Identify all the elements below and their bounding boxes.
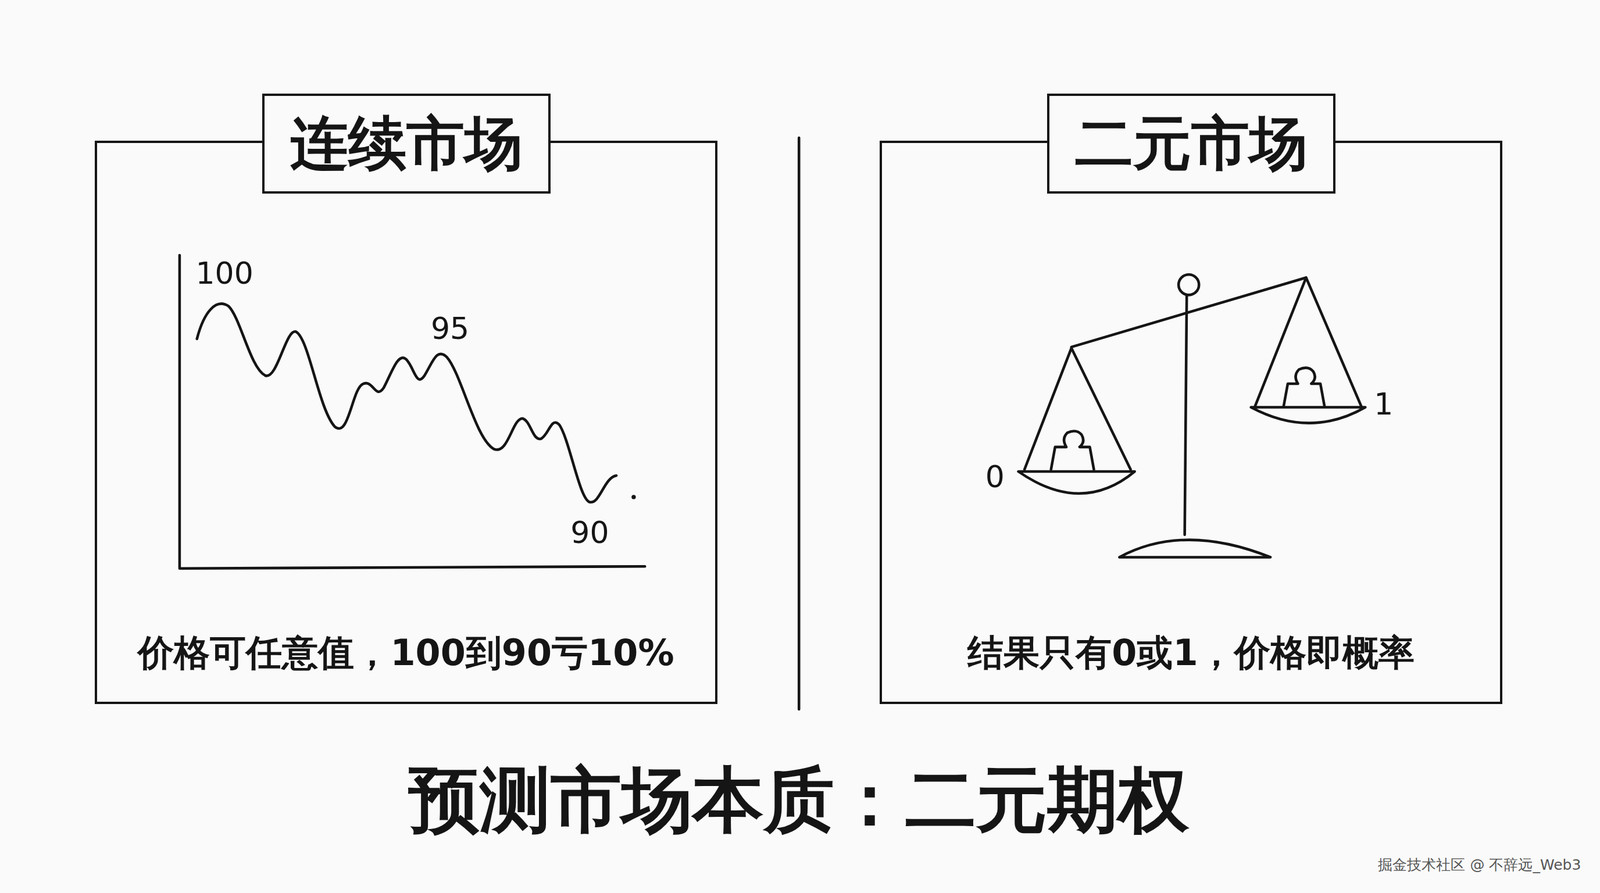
panel-heading: 连续市场 <box>262 93 551 194</box>
dot <box>633 495 635 498</box>
price-label: 100 <box>195 255 253 291</box>
panel-caption: 价格可任意值，100到90亏10% <box>137 628 674 678</box>
watermark: 掘金技术社区 @ 不辞远_Web3 <box>1377 854 1581 874</box>
binary-panel: 二元市场结果只有0或1，价格即概率 <box>879 140 1503 705</box>
outcome-label: 0 <box>985 459 1005 495</box>
price-label: 95 <box>430 311 470 346</box>
main-title: 预测市场本质：二元期权 <box>408 753 1189 849</box>
continuous-panel: 连续市场价格可任意值，100到90亏10% <box>94 140 718 705</box>
balance-scale <box>1018 274 1366 557</box>
divider-line <box>797 137 801 710</box>
chart-axes <box>179 255 645 569</box>
price-label: 90 <box>570 515 609 550</box>
price-line <box>197 304 617 503</box>
panel-heading: 二元市场 <box>1047 93 1336 194</box>
price-chart <box>179 255 645 569</box>
outcome-label: 1 <box>1373 386 1394 422</box>
panel-caption: 结果只有0或1，价格即概率 <box>967 628 1414 678</box>
